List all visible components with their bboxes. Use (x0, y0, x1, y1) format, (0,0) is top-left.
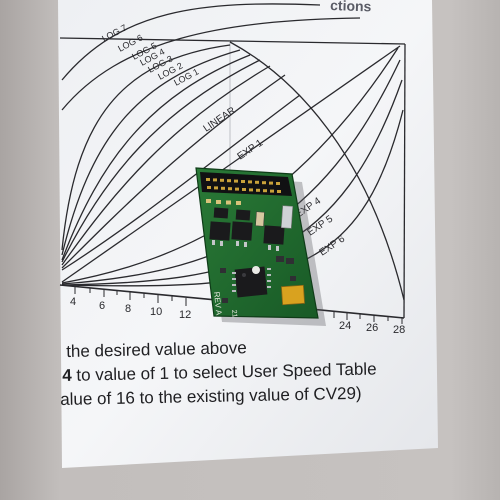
chart-title-fragment: ctions (330, 0, 372, 14)
instruction-line-1: the desired value above (66, 338, 247, 361)
axis-tick-6: 6 (99, 300, 105, 312)
dcc-decoder-board: REV A 21 (195, 167, 319, 319)
led-component (252, 266, 260, 274)
axis-tick-8: 8 (125, 303, 131, 315)
axis-tick-4: 4 (70, 296, 76, 308)
microcontroller-chip (234, 266, 268, 298)
tantalum-capacitor (280, 284, 306, 306)
silver-component (280, 205, 294, 229)
speed-curve-chart (59, 3, 406, 319)
axis-tick-26: 26 (366, 322, 378, 334)
axis-tick-12: 12 (179, 309, 191, 321)
axis-tick-10: 10 (150, 306, 162, 318)
axis-tick-24: 24 (339, 320, 351, 332)
resistor (255, 211, 265, 227)
header-pins (206, 178, 281, 193)
axis-tick-28: 28 (393, 324, 405, 336)
silkscreen-rev: REV A (212, 291, 223, 316)
pin-header (200, 172, 292, 196)
silkscreen-number: 21 (230, 309, 238, 318)
mosfet-components (209, 207, 285, 245)
